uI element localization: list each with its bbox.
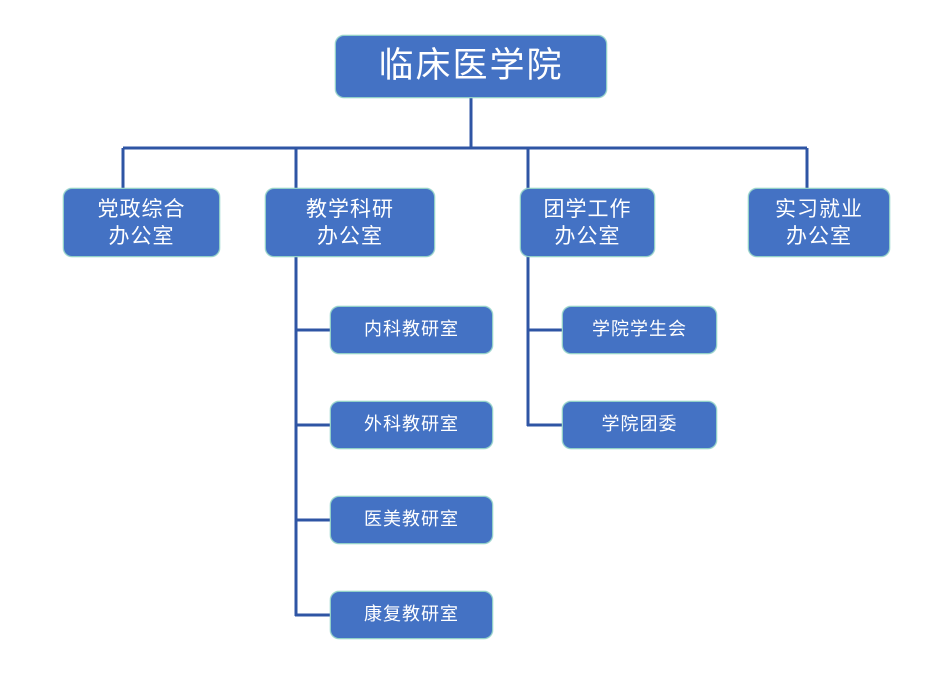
node-party-admin-office[interactable]: 党政综合 办公室 [63, 188, 220, 257]
node-internship-employment-office[interactable]: 实习就业 办公室 [748, 188, 890, 257]
node-college-youth-league-committee[interactable]: 学院团委 [562, 401, 717, 449]
node-root-clinical-medical-college[interactable]: 临床医学院 [335, 35, 607, 98]
node-teaching-research-office[interactable]: 教学科研 办公室 [265, 188, 435, 257]
node-medical-aesthetics-department[interactable]: 医美教研室 [330, 496, 493, 544]
node-rehabilitation-department[interactable]: 康复教研室 [330, 591, 493, 639]
node-surgery-department[interactable]: 外科教研室 [330, 401, 493, 449]
node-college-student-union[interactable]: 学院学生会 [562, 306, 717, 354]
node-internal-medicine-department[interactable]: 内科教研室 [330, 306, 493, 354]
node-youth-student-work-office[interactable]: 团学工作 办公室 [520, 188, 655, 257]
